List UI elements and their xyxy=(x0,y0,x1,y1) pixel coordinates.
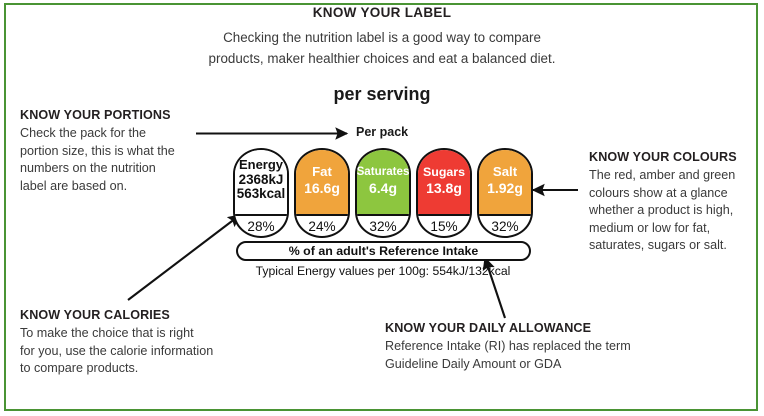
callout-calories: KNOW YOUR CALORIES To make the choice th… xyxy=(20,308,270,378)
page-subtitle: Checking the nutrition label is a good w… xyxy=(0,27,764,69)
callout-colours-line-5: saturates, sugars or salt. xyxy=(589,238,727,252)
cell-top-salt: Salt 1.92g xyxy=(477,148,533,212)
cell-fill-fat xyxy=(296,150,348,214)
callout-calories-heading: KNOW YOUR CALORIES xyxy=(20,308,170,322)
cell-value-energy-kcal: 563kcal xyxy=(236,186,286,202)
callout-colours-heading: KNOW YOUR COLOURS xyxy=(589,150,737,164)
arrow-daily-allowance xyxy=(482,256,506,319)
cell-percent-fat: 24% xyxy=(308,218,336,234)
callout-colours-line-2: colours show at a glance xyxy=(589,185,728,200)
callout-colours-body: The red, amber and green colours show at… xyxy=(589,167,761,255)
page-title: KNOW YOUR LABEL xyxy=(312,5,452,20)
cell-divider-fat xyxy=(296,214,348,217)
cell-top-sugars: Sugars 13.8g xyxy=(416,148,472,212)
cell-name-salt: Salt xyxy=(492,164,518,179)
cell-outline-salt xyxy=(477,148,533,238)
label-cell-sugars[interactable]: Sugars 13.8g 15% xyxy=(416,148,472,238)
cell-percent-saturates: 32% xyxy=(369,218,397,234)
reference-intake-bar: % of an adult's Reference Intake xyxy=(236,241,531,261)
cell-divider-salt xyxy=(479,214,531,217)
cell-value-energy-kj: 2368kJ xyxy=(238,171,284,187)
cell-fill-energy xyxy=(235,150,287,214)
callout-calories-line-2: for you, use the calorie information xyxy=(20,343,214,358)
label-cell-salt[interactable]: Salt 1.92g 32% xyxy=(477,148,533,238)
cell-name-fat: Fat xyxy=(312,164,332,179)
cell-name-saturates: Saturates xyxy=(356,165,410,178)
cell-outline-fat xyxy=(294,148,350,238)
cell-divider-energy xyxy=(235,214,287,217)
callout-calories-line-3: to compare products. xyxy=(20,361,139,375)
cell-top-energy: Energy 2368kJ 563kcal xyxy=(233,148,289,212)
callout-portions-body: Check the pack for the portion size, thi… xyxy=(20,125,225,195)
callout-portions-heading: KNOW YOUR PORTIONS xyxy=(20,108,171,122)
reference-intake-text: % of an adult's Reference Intake xyxy=(288,244,479,258)
cell-value-sugars: 13.8g xyxy=(426,179,462,196)
cell-top-fat: Fat 16.6g xyxy=(294,148,350,212)
callout-daily-allowance-body: Reference Intake (RI) has replaced the t… xyxy=(385,338,685,373)
callout-daily-allowance-line-2: Guideline Daily Amount or GDA xyxy=(385,356,562,371)
callout-colours-line-1: The red, amber and green xyxy=(589,168,736,182)
cell-outline-energy xyxy=(233,148,289,238)
cell-outline-sugars xyxy=(416,148,472,238)
callout-daily-allowance-heading: KNOW YOUR DAILY ALLOWANCE xyxy=(385,321,592,335)
cell-name-energy: Energy xyxy=(238,157,284,173)
cell-percent-energy: 28% xyxy=(247,218,275,234)
cell-fill-sugars xyxy=(418,150,470,214)
cell-top-saturates: Saturates 6.4g xyxy=(355,148,411,212)
per-pack-label: Per pack xyxy=(356,125,409,139)
cell-value-saturates: 6.4g xyxy=(368,179,397,196)
cell-outline-saturates xyxy=(355,148,411,238)
callout-portions-line-2: portion size, this is what the xyxy=(20,143,175,158)
cell-divider-saturates xyxy=(357,214,409,217)
label-cell-saturates[interactable]: Saturates 6.4g 32% xyxy=(355,148,411,238)
typical-energy-text: Typical Energy values per 100g: 554kJ/13… xyxy=(255,264,511,278)
cell-fill-salt xyxy=(479,150,531,214)
cell-value-fat: 16.6g xyxy=(304,179,340,196)
subtitle-line-2: products, maker healthier choices and ea… xyxy=(208,51,556,66)
cell-value-salt: 1.92g xyxy=(487,179,523,196)
arrow-calories xyxy=(127,214,242,301)
cell-divider-sugars xyxy=(418,214,470,217)
cell-fill-saturates xyxy=(357,150,409,214)
callout-portions: KNOW YOUR PORTIONS Check the pack for th… xyxy=(20,108,225,195)
callout-daily-allowance: KNOW YOUR DAILY ALLOWANCE Reference Inta… xyxy=(385,321,685,373)
callout-calories-body: To make the choice that is right for you… xyxy=(20,325,270,378)
callout-portions-line-3: numbers on the nutrition xyxy=(20,161,156,175)
label-cell-energy[interactable]: Energy 2368kJ 563kcal 28% xyxy=(233,148,289,238)
callout-portions-line-1: Check the pack for the xyxy=(20,126,147,140)
callout-colours-line-3: whether a product is high, xyxy=(589,203,734,217)
cell-percent-sugars: 15% xyxy=(430,218,458,234)
callout-colours-line-4: medium or low for fat, xyxy=(589,220,711,235)
callout-colours: KNOW YOUR COLOURS The red, amber and gre… xyxy=(589,150,761,255)
cell-percent-salt: 32% xyxy=(491,218,519,234)
subtitle-line-1: Checking the nutrition label is a good w… xyxy=(223,30,541,45)
callout-calories-line-1: To make the choice that is right xyxy=(20,326,194,340)
per-serving-heading: per serving xyxy=(333,84,431,104)
nutrition-traffic-light-label: Energy 2368kJ 563kcal 28% Fat 16.6g 24% xyxy=(233,148,533,238)
callout-daily-allowance-line-1: Reference Intake (RI) has replaced the t… xyxy=(385,339,631,353)
label-cell-fat[interactable]: Fat 16.6g 24% xyxy=(294,148,350,238)
cell-name-sugars: Sugars xyxy=(422,165,465,179)
callout-portions-line-4: label are based on. xyxy=(20,178,128,193)
